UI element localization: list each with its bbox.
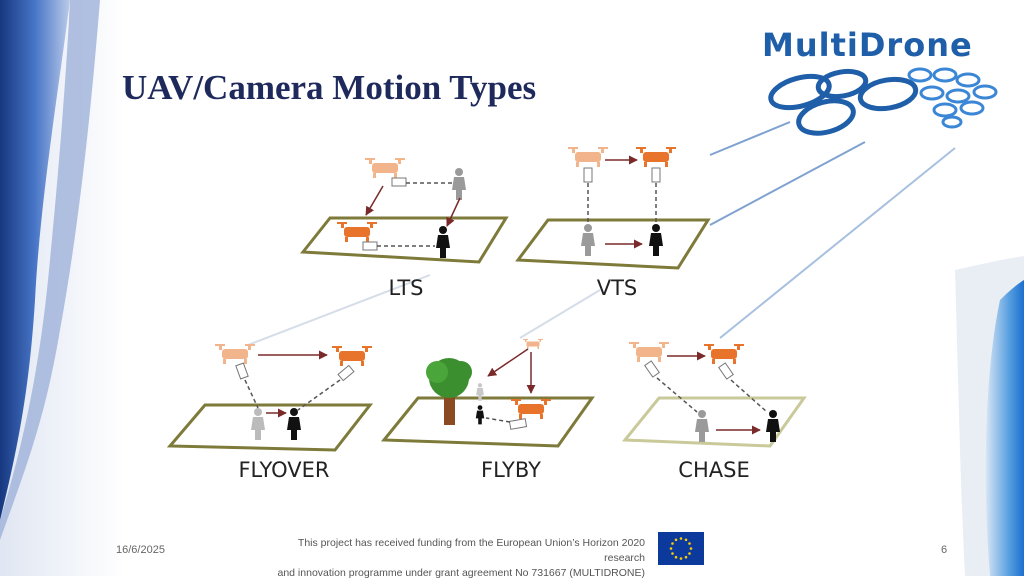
flyover-panel: [166, 344, 374, 452]
drone-icon: [365, 158, 405, 178]
page-number: 6: [941, 544, 948, 556]
tree-icon: [426, 358, 472, 425]
person-icon: [581, 224, 595, 256]
person-icon: [452, 168, 466, 200]
drone-icon: [629, 342, 669, 362]
footer-date: 16/6/2025: [116, 544, 165, 556]
footer-funding-text: This project has received funding from t…: [262, 536, 646, 581]
funding-line-2: and innovation programme under grant agr…: [277, 567, 646, 579]
drone-icon: [511, 399, 551, 419]
caption-vts: VTS: [596, 276, 638, 300]
drone-icon: [337, 222, 377, 242]
eu-flag-icon: [658, 532, 704, 565]
drone-icon: [332, 346, 372, 366]
brand-logo-text: MultiDrone: [762, 26, 973, 64]
chase-panel: [621, 342, 807, 448]
drone-icon: [636, 147, 676, 167]
person-icon: [436, 226, 450, 258]
slide-title: UAV/Camera Motion Types: [122, 68, 537, 107]
drone-icon: [215, 344, 255, 364]
caption-lts: LTS: [388, 276, 424, 300]
person-icon: [287, 408, 301, 440]
lts-panel: [300, 158, 509, 264]
person-icon: [475, 405, 485, 425]
drone-icon: [704, 344, 744, 364]
person-icon: [695, 410, 709, 442]
caption-flyby: FLYBY: [481, 458, 541, 482]
caption-chase: CHASE: [678, 458, 750, 482]
vts-panel: [515, 147, 711, 270]
drone-icon: [523, 339, 543, 349]
drone-icon: [568, 147, 608, 167]
left-decoration: [0, 0, 125, 576]
person-icon: [251, 408, 265, 440]
caption-flyover: FLYOVER: [238, 458, 330, 482]
funding-line-1: This project has received funding from t…: [297, 537, 645, 564]
person-icon: [649, 224, 663, 256]
flyby-panel: [380, 339, 595, 448]
